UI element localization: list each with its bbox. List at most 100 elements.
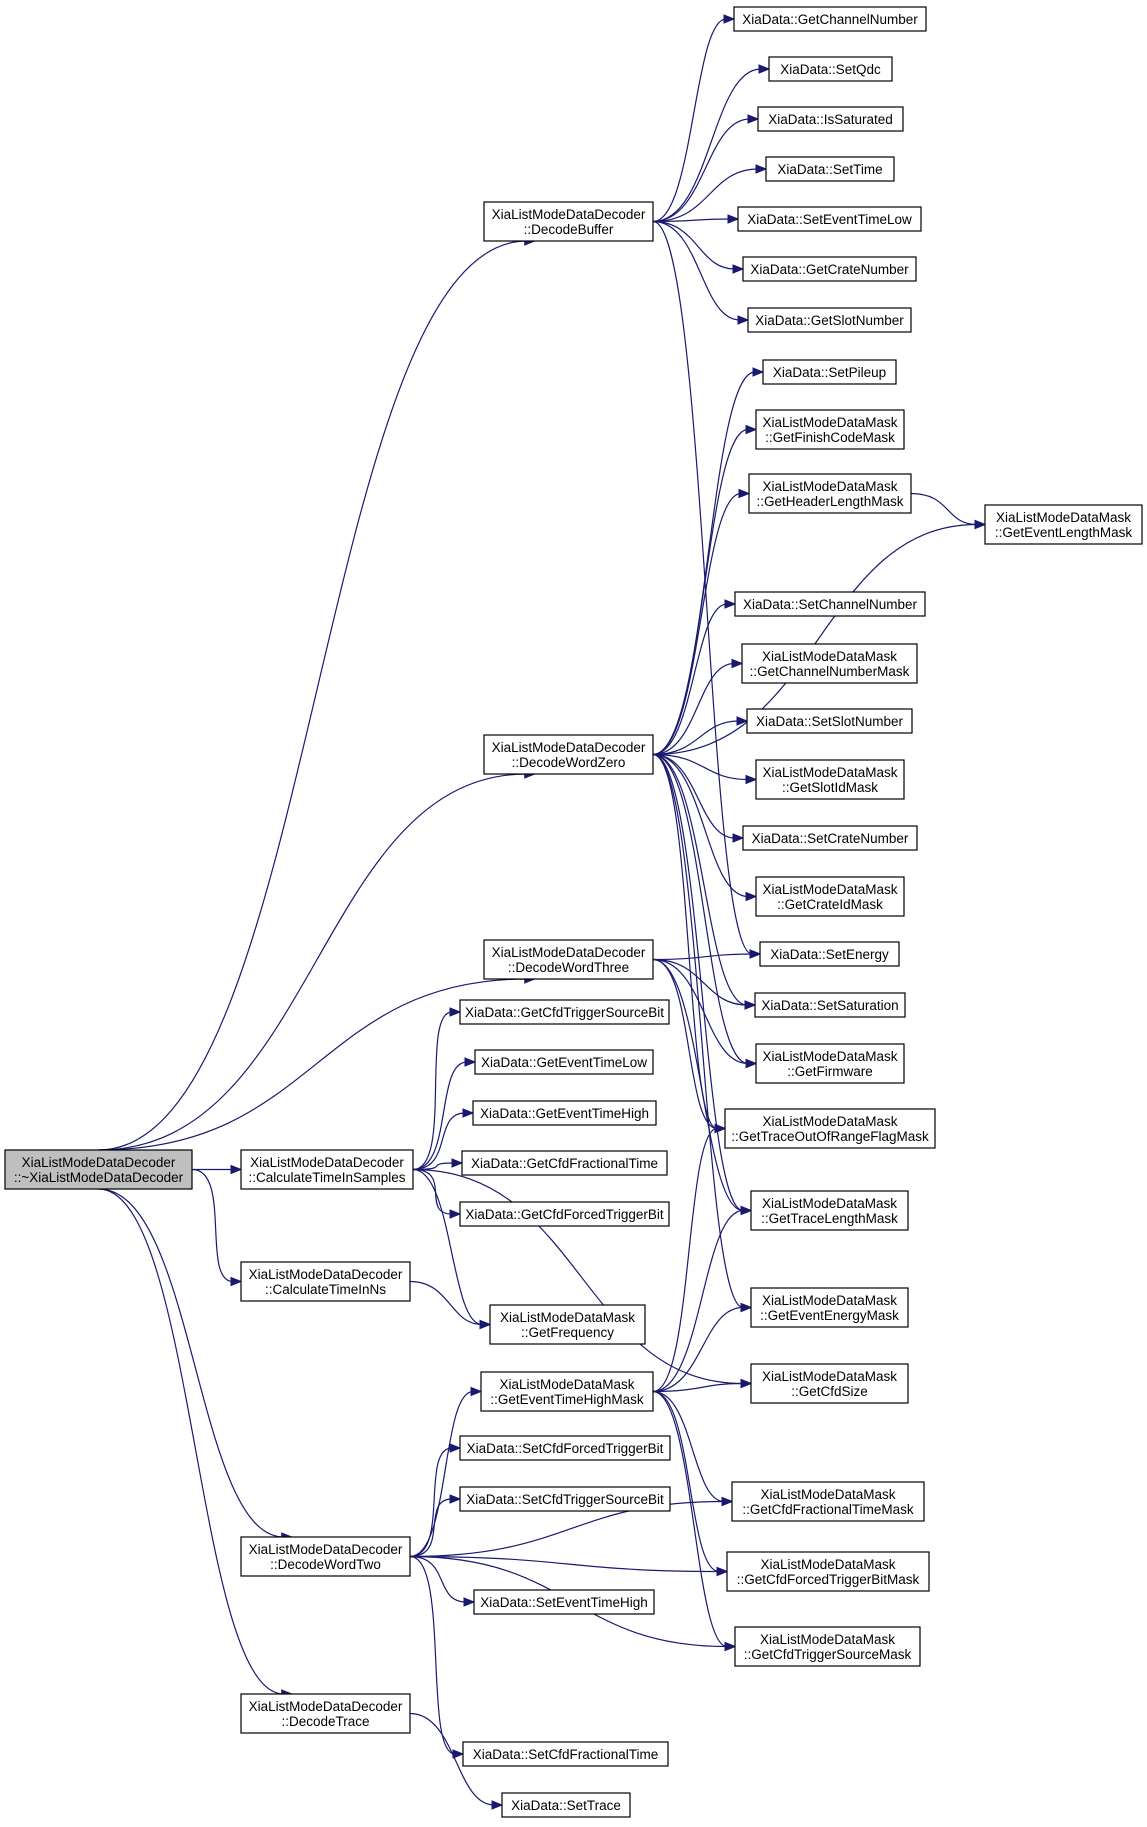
- node-get-cfd-forced-trigger-bit[interactable]: XiaData::GetCfdForcedTriggerBit: [459, 1201, 670, 1227]
- arrowhead-icon: [449, 1209, 462, 1219]
- node-label: XiaData::SetTrace: [511, 1798, 621, 1813]
- node-calc-time-in-ns[interactable]: XiaListModeDataDecoder::CalculateTimeInN…: [240, 1261, 411, 1302]
- arrowhead-icon: [449, 1443, 462, 1453]
- arrowhead-icon: [449, 1007, 462, 1017]
- node-label: ::CalculateTimeInNs: [265, 1282, 386, 1297]
- node-decode-word-two[interactable]: XiaListModeDataDecoder::DecodeWordTwo: [240, 1536, 411, 1577]
- edge-decode-word-zero-to-get-crate-id-mask: [652, 753, 749, 898]
- node-decode-word-zero[interactable]: XiaListModeDataDecoder::DecodeWordZero: [483, 734, 654, 775]
- edge-decode-buffer-to-is-saturated: [652, 118, 751, 223]
- node-box: [474, 1049, 654, 1075]
- arrowhead-icon: [974, 519, 987, 530]
- node-label: XiaListModeDataMask: [500, 1310, 635, 1325]
- node-root[interactable]: XiaListModeDataDecoder::~XiaListModeData…: [4, 1149, 193, 1190]
- node-get-event-time-high-mask[interactable]: XiaListModeDataMask::GetEventTimeHighMas…: [480, 1371, 654, 1412]
- node-get-event-energy-mask[interactable]: XiaListModeDataMask::GetEventEnergyMask: [750, 1287, 909, 1328]
- node-label: XiaListModeDataDecoder: [492, 207, 646, 222]
- node-get-slot-number[interactable]: XiaData::GetSlotNumber: [747, 307, 912, 333]
- node-get-finish-code-mask[interactable]: XiaListModeDataMask::GetFinishCodeMask: [755, 409, 905, 450]
- node-label: XiaListModeDataDecoder: [249, 1699, 403, 1714]
- node-get-slot-id-mask[interactable]: XiaListModeDataMask::GetSlotIdMask: [755, 759, 905, 800]
- node-box: [472, 1100, 657, 1126]
- node-set-event-time-high[interactable]: XiaData::SetEventTimeHigh: [473, 1589, 655, 1615]
- node-label: XiaListModeDataMask: [762, 765, 897, 780]
- edge-get-event-time-high-mask-to-get-trace-out-of-range: [652, 1127, 718, 1393]
- node-label: ::DecodeWordThree: [508, 960, 629, 975]
- node-set-cfd-forced-trigger-bit[interactable]: XiaData::SetCfdForcedTriggerBit: [459, 1435, 671, 1461]
- node-set-qdc[interactable]: XiaData::SetQdc: [768, 56, 893, 82]
- node-label: ::GetSlotIdMask: [782, 780, 878, 795]
- edge-root-to-decode-word-three: [98, 978, 527, 1151]
- arrowhead-icon: [464, 1057, 477, 1067]
- node-label: XiaData::GetCfdFractionalTime: [471, 1156, 658, 1171]
- edge-decode-word-two-to-set-cfd-trigger-source-bit: [409, 1498, 453, 1558]
- node-label: XiaListModeDataDecoder: [492, 945, 646, 960]
- node-box: [750, 1363, 909, 1404]
- arrowhead-icon: [745, 774, 758, 785]
- arrowhead-icon: [479, 1319, 492, 1330]
- node-get-firmware[interactable]: XiaListModeDataMask::GetFirmware: [755, 1043, 905, 1084]
- node-get-frequency[interactable]: XiaListModeDataMask::GetFrequency: [489, 1304, 646, 1345]
- edge-decode-word-zero-to-set-channel-number: [652, 603, 728, 756]
- node-decode-trace[interactable]: XiaListModeDataDecoder::DecodeTrace: [240, 1693, 411, 1734]
- edge-get-event-time-high-mask-to-get-trace-length-mask: [652, 1209, 744, 1393]
- edge-decode-word-zero-to-get-trace-length-mask: [652, 753, 744, 1212]
- node-set-energy[interactable]: XiaData::SetEnergy: [759, 941, 900, 967]
- node-box: [459, 1201, 670, 1227]
- node-decode-word-three[interactable]: XiaListModeDataDecoder::DecodeWordThree: [483, 939, 654, 980]
- node-calc-time-in-samples[interactable]: XiaListModeDataDecoder::CalculateTimeInS…: [240, 1149, 414, 1190]
- node-set-channel-number[interactable]: XiaData::SetChannelNumber: [734, 591, 926, 617]
- edge-decode-word-two-to-set-cfd-forced-trigger-bit: [409, 1447, 453, 1558]
- node-get-header-length-mask[interactable]: XiaListModeDataMask::GetHeaderLengthMask: [748, 473, 912, 514]
- arrowhead-icon: [749, 949, 762, 959]
- node-label: XiaData::GetCrateNumber: [750, 262, 909, 277]
- node-set-cfd-trigger-source-bit[interactable]: XiaData::SetCfdTriggerSourceBit: [459, 1486, 671, 1512]
- node-box: [733, 6, 927, 32]
- node-set-saturation[interactable]: XiaData::SetSaturation: [754, 992, 906, 1018]
- node-set-crate-number[interactable]: XiaData::SetCrateNumber: [742, 825, 918, 851]
- node-get-channel-number[interactable]: XiaData::GetChannelNumber: [733, 6, 927, 32]
- node-get-event-time-low[interactable]: XiaData::GetEventTimeLow: [474, 1049, 654, 1075]
- node-get-crate-id-mask[interactable]: XiaListModeDataMask::GetCrateIdMask: [755, 876, 905, 917]
- node-set-event-time-low[interactable]: XiaData::SetEventTimeLow: [737, 206, 922, 232]
- node-get-event-time-high[interactable]: XiaData::GetEventTimeHigh: [472, 1100, 657, 1126]
- node-label: ::GetCfdFractionalTimeMask: [742, 1502, 914, 1517]
- node-label: XiaData::IsSaturated: [768, 112, 893, 127]
- node-get-cfd-trigger-source-mask[interactable]: XiaListModeDataMask::GetCfdTriggerSource…: [734, 1626, 921, 1667]
- node-get-cfd-size[interactable]: XiaListModeDataMask::GetCfdSize: [750, 1363, 909, 1404]
- edge-decode-word-two-to-set-event-time-high: [409, 1555, 467, 1603]
- node-get-trace-out-of-range[interactable]: XiaListModeDataMask::GetTraceOutOfRangeF…: [724, 1108, 936, 1149]
- arrowhead-icon: [744, 1000, 757, 1010]
- node-get-event-length-mask[interactable]: XiaListModeDataMask::GetEventLengthMask: [984, 504, 1143, 545]
- node-box: [240, 1536, 411, 1577]
- node-label: ::GetCrateIdMask: [777, 897, 883, 912]
- node-get-trace-length-mask[interactable]: XiaListModeDataMask::GetTraceLengthMask: [750, 1190, 909, 1231]
- arrowhead-icon: [724, 599, 737, 609]
- node-set-cfd-fractional-time[interactable]: XiaData::SetCfdFractionalTime: [462, 1741, 669, 1767]
- node-set-slot-number[interactable]: XiaData::SetSlotNumber: [746, 708, 913, 734]
- node-get-cfd-trigger-source-bit[interactable]: XiaData::GetCfdTriggerSourceBit: [459, 999, 670, 1025]
- node-label: XiaListModeDataMask: [762, 1049, 897, 1064]
- edge-decode-buffer-to-set-time: [652, 168, 759, 223]
- node-box: [759, 941, 900, 967]
- arrowhead-icon: [727, 214, 740, 224]
- node-label: ::GetFrequency: [521, 1325, 614, 1340]
- node-get-crate-number[interactable]: XiaData::GetCrateNumber: [742, 256, 917, 282]
- node-box: [4, 1149, 193, 1190]
- node-set-time[interactable]: XiaData::SetTime: [765, 156, 895, 182]
- arrowhead-icon: [732, 264, 745, 274]
- node-box: [483, 201, 654, 242]
- node-is-saturated[interactable]: XiaData::IsSaturated: [757, 106, 904, 132]
- node-decode-buffer[interactable]: XiaListModeDataDecoder::DecodeBuffer: [483, 201, 654, 242]
- node-label: XiaListModeDataDecoder: [492, 740, 646, 755]
- node-box: [748, 473, 912, 514]
- node-label: XiaData::GetCfdForcedTriggerBit: [465, 1207, 664, 1222]
- node-set-trace[interactable]: XiaData::SetTrace: [501, 1792, 631, 1818]
- node-set-pileup[interactable]: XiaData::SetPileup: [762, 359, 897, 385]
- node-get-channel-number-mask[interactable]: XiaListModeDataMask::GetChannelNumberMas…: [741, 643, 918, 684]
- edge-decode-buffer-to-set-energy: [652, 220, 753, 955]
- node-box: [737, 206, 922, 232]
- node-get-cfd-forced-trigger-bit-mask[interactable]: XiaListModeDataMask::GetCfdForcedTrigger…: [726, 1551, 930, 1592]
- node-get-cfd-fractional-time[interactable]: XiaData::GetCfdFractionalTime: [461, 1150, 668, 1176]
- node-get-cfd-fractional-time-mask[interactable]: XiaListModeDataMask::GetCfdFractionalTim…: [731, 1481, 925, 1522]
